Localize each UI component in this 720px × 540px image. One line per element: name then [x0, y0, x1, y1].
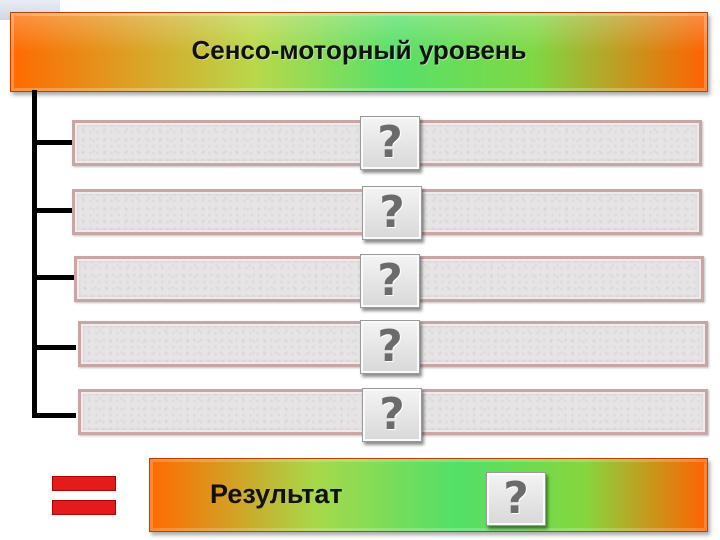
tree-trunk-line	[32, 90, 37, 418]
result-label: Результат	[210, 479, 343, 509]
question-card[interactable]: ?	[362, 388, 422, 442]
page-title: Сенсо-моторный уровень	[191, 35, 527, 65]
question-mark-icon: ?	[377, 255, 403, 306]
question-mark-icon: ?	[377, 321, 403, 372]
question-mark-icon: ?	[379, 187, 405, 238]
title-shine	[11, 13, 707, 52]
tree-branch-line	[32, 208, 76, 213]
question-card[interactable]: ?	[360, 254, 420, 308]
tree-branch-line	[32, 275, 76, 280]
question-card[interactable]: ?	[360, 116, 420, 170]
question-mark-icon: ?	[377, 117, 403, 168]
question-card[interactable]: ?	[362, 186, 422, 240]
tree-branch-line	[32, 140, 76, 145]
question-mark-icon: ?	[503, 473, 529, 524]
equals-bar-top	[52, 476, 116, 491]
question-mark-icon: ?	[379, 389, 405, 440]
result-banner: Результат	[149, 458, 708, 532]
question-card[interactable]: ?	[360, 320, 420, 374]
tree-branch-line	[32, 345, 76, 350]
title-banner: Сенсо-моторный уровень	[10, 12, 708, 92]
equals-bar-bottom	[52, 500, 116, 515]
result-question-card[interactable]: ?	[486, 472, 546, 526]
tree-branch-line	[32, 413, 76, 418]
